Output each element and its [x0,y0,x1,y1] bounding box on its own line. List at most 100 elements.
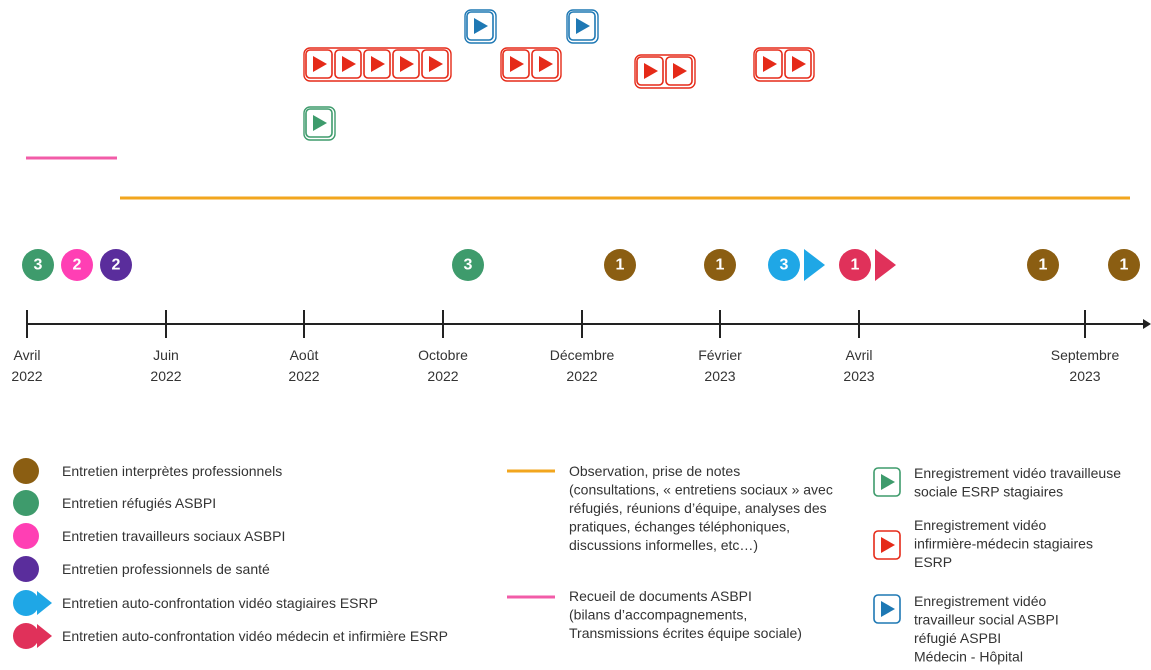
legend-interpretes: Entretien interprètes professionnels [13,458,282,484]
video_red-video-icon [636,56,664,86]
legend-label-line: Enregistrement vidéo [914,517,1047,533]
video_green-legend-icon [873,467,901,497]
badge-count: 2 [73,257,82,274]
legend-label: Entretien travailleurs sociaux ASBPI [62,528,285,544]
video_red-video-icon [784,49,812,79]
legend-refugies: Entretien réfugiés ASBPI [13,490,216,516]
tick-month: Avril [846,347,873,363]
tick-month: Octobre [418,347,468,363]
legend-label-line: (consultations, « entretiens sociaux » a… [569,482,833,498]
legend-label-line: sociale ESRP stagiaires [914,484,1063,500]
autoconf_medecin-interview-badge: 1 [839,249,896,281]
legend-label-line: ESRP [914,554,952,570]
legend-label: Entretien réfugiés ASBPI [62,495,216,511]
badge-count: 1 [1039,257,1048,274]
video_blue-video-icon [466,11,494,41]
legend-label: Entretien professionnels de santé [62,561,270,577]
tick-month: Décembre [550,347,615,363]
video_blue-video-icon [568,11,596,41]
legend-label-line: Recueil de documents ASBPI [569,588,752,604]
badge-count: 3 [780,257,789,274]
legend-label-line: Enregistrement vidéo [914,593,1047,609]
tick-year: 2022 [566,368,597,384]
legend-label-line: infirmière-médecin stagiaires [914,536,1093,552]
badge-count: 1 [716,257,725,274]
legend-recueil: Recueil de documents ASBPI (bilans d’acco… [507,588,802,641]
video-group-video_red [753,47,815,82]
interpretes-interview-badge: 1 [704,249,736,281]
tick-year: 2023 [704,368,735,384]
badge-count: 1 [1120,257,1129,274]
video_red-video-icon [392,49,420,79]
tick-month: Juin [153,347,179,363]
legend-autoconf_stagiaires: Entretien auto-confrontation vidéo stagi… [13,590,378,616]
interpretes-interview-badge: 1 [604,249,636,281]
autoconf_stagiaires-interview-badge: 3 [768,249,825,281]
tick-year: 2022 [427,368,458,384]
legend-label: Entretien auto-confrontation vidéo médec… [62,628,448,644]
video-group-video_blue [464,9,497,44]
tick-year: 2022 [11,368,42,384]
play-arrow-icon [804,249,825,281]
interpretes-interview-badge: 1 [1027,249,1059,281]
tick-month: Septembre [1051,347,1120,363]
legend-swatch [13,523,39,549]
sante-interview-badge: 2 [100,249,132,281]
tick-year: 2022 [150,368,181,384]
tick-month: Février [698,347,742,363]
play-arrow-icon [37,591,52,615]
video_red-video-icon [531,49,559,79]
legend-video_blue: Enregistrement vidéo travailleur social A… [873,593,1059,665]
badge-count: 1 [616,257,625,274]
interpretes-interview-badge: 1 [1108,249,1140,281]
video_red-video-icon [665,56,693,86]
legend-video_green: Enregistrement vidéo travailleuse sociale… [873,465,1121,500]
play-arrow-icon [875,249,896,281]
legend-label-line: réfugié ASPBI [914,630,1001,646]
legend-label-line: pratiques, échanges téléphoniques, [569,519,790,535]
video_red-legend-icon [873,530,901,560]
legend-sante: Entretien professionnels de santé [13,556,270,582]
badge-count: 2 [112,257,121,274]
play-arrow-icon [37,624,52,648]
badge-count: 3 [464,257,473,274]
video-group-video_red [500,47,562,82]
legend-autoconf_medecin: Entretien auto-confrontation vidéo médec… [13,623,448,649]
legend-label-line: Transmissions écrites équipe sociale) [569,625,802,641]
video_green-video-icon [305,108,333,138]
legend-label-line: Médecin - Hôpital [914,649,1023,665]
video-group-video_red [634,54,696,89]
video_red-video-icon [755,49,783,79]
legend-label-line: travailleur social ASBPI [914,612,1059,628]
refugies-interview-badge: 3 [22,249,54,281]
video_red-video-icon [334,49,362,79]
tick-year: 2023 [1069,368,1100,384]
legend-swatch [13,490,39,516]
legend-swatch [13,623,39,649]
video_red-video-icon [363,49,391,79]
video-group-video_red [303,47,452,82]
tick-month: Août [290,347,319,363]
legend-swatch [13,590,39,616]
legend-label-line: Observation, prise de notes [569,463,740,479]
badge-count: 3 [34,257,43,274]
legend-label: Entretien auto-confrontation vidéo stagi… [62,595,378,611]
legend-label: Entretien interprètes professionnels [62,463,282,479]
legend-swatch [13,556,39,582]
video_red-video-icon [502,49,530,79]
legend-swatch [13,458,39,484]
legend-label-line: (bilans d’accompagnements, [569,607,747,623]
tick-year: 2023 [843,368,874,384]
video_blue-legend-icon [873,594,901,624]
travailleurs-interview-badge: 2 [61,249,93,281]
legend-label-line: réfugiés, réunions d’équipe, analyses de… [569,500,827,516]
legend-label-line: discussions informelles, etc…) [569,537,758,553]
refugies-interview-badge: 3 [452,249,484,281]
legend-travailleurs: Entretien travailleurs sociaux ASBPI [13,523,285,549]
legend-label-line: Enregistrement vidéo travailleuse [914,465,1121,481]
badge-count: 1 [851,257,860,274]
video-group-video_blue [566,9,599,44]
video_red-video-icon [421,49,449,79]
legend-observation: Observation, prise de notes (consultation… [507,463,833,553]
